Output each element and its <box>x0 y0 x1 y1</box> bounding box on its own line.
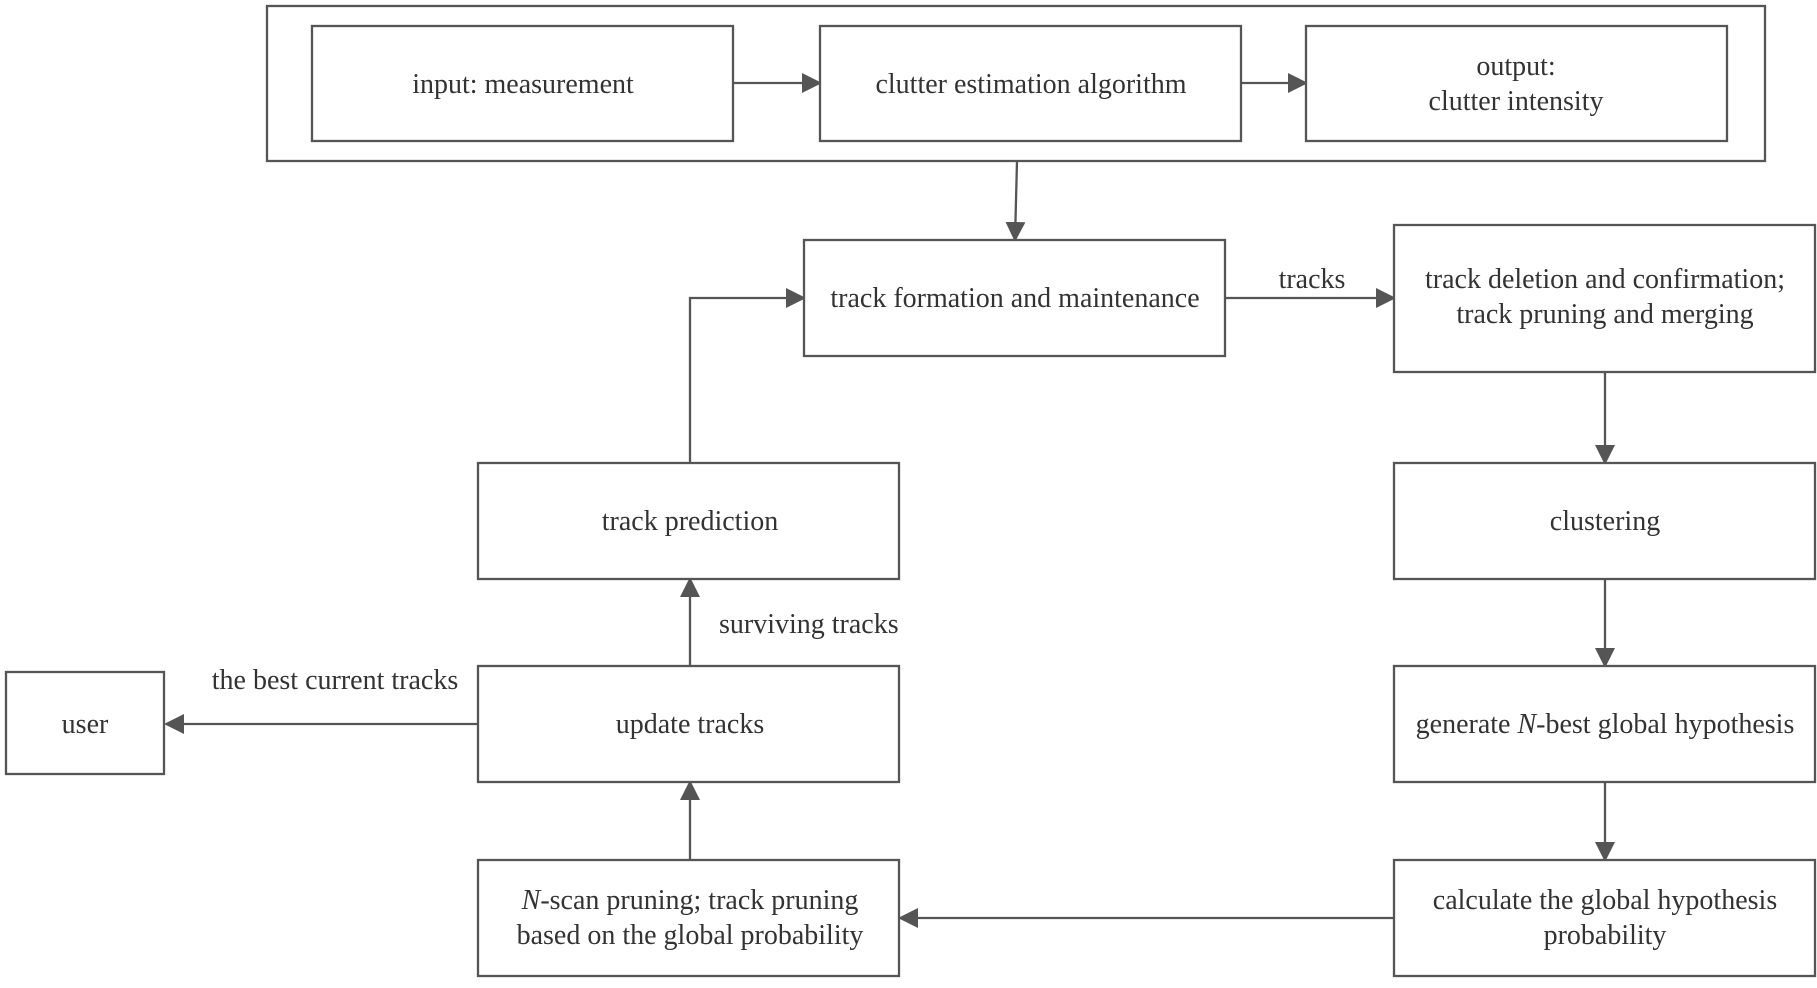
edge-label-tracks: tracks <box>1279 264 1346 295</box>
nscan-pruning-label-part-1: -scan pruning; track pruning <box>540 885 858 916</box>
track-prediction-label: track prediction <box>602 506 778 537</box>
output-label-line-2: clutter intensity <box>1429 86 1604 117</box>
input-measurement-label: input: measurement <box>412 69 634 100</box>
calculate-probability-box <box>1392 858 1817 978</box>
generate-hypothesis-label-part-2: -best global hypothesis <box>1536 709 1794 740</box>
edges <box>164 73 1615 928</box>
track-deletion-label-line-2: track pruning and merging <box>1456 299 1753 330</box>
clustering-box <box>1392 461 1817 581</box>
clutter-estimation-algorithm-label: clutter estimation algorithm <box>875 69 1186 100</box>
edge-group-to-track-formation <box>1005 160 1026 242</box>
calculate-probability-label-line-1: calculate the global hypothesis <box>1433 885 1777 916</box>
output-clutter-intensity-box <box>1304 24 1729 143</box>
nscan-pruning-label-part-n: N <box>521 885 542 916</box>
update-tracks-box <box>476 664 901 784</box>
track-deletion-label-line-1: track deletion and confirmation; <box>1425 264 1785 295</box>
generate-hypothesis-label-part-1: generate <box>1416 709 1518 740</box>
calculate-probability-label-line-2: probability <box>1544 920 1667 951</box>
user-label: user <box>62 709 109 740</box>
track-formation-box <box>802 238 1227 358</box>
generate-hypothesis-box <box>1392 664 1817 784</box>
nscan-pruning-box <box>476 858 901 978</box>
nscan-pruning-label-line-2: based on the global probability <box>517 920 864 951</box>
edge-label-best-current-tracks: the best current tracks <box>212 665 458 696</box>
clustering-label: clustering <box>1550 506 1660 537</box>
output-label-line-1: output: <box>1476 51 1555 82</box>
edge-prediction-to-formation <box>688 288 806 463</box>
track-prediction-box <box>476 461 901 581</box>
generate-hypothesis-label: generate N-best global hypothesis <box>1416 709 1795 740</box>
nscan-pruning-label-line-1: N-scan pruning; track pruning <box>521 885 859 916</box>
track-deletion-box <box>1392 223 1817 374</box>
clutter-estimation-algorithm-box <box>818 24 1243 143</box>
edge-label-surviving-tracks: surviving tracks <box>719 609 899 640</box>
track-formation-label: track formation and maintenance <box>830 283 1199 314</box>
user-box <box>4 670 166 776</box>
generate-hypothesis-label-part-n: N <box>1516 709 1537 740</box>
update-tracks-label: update tracks <box>616 709 765 740</box>
input-measurement-box <box>310 24 735 143</box>
